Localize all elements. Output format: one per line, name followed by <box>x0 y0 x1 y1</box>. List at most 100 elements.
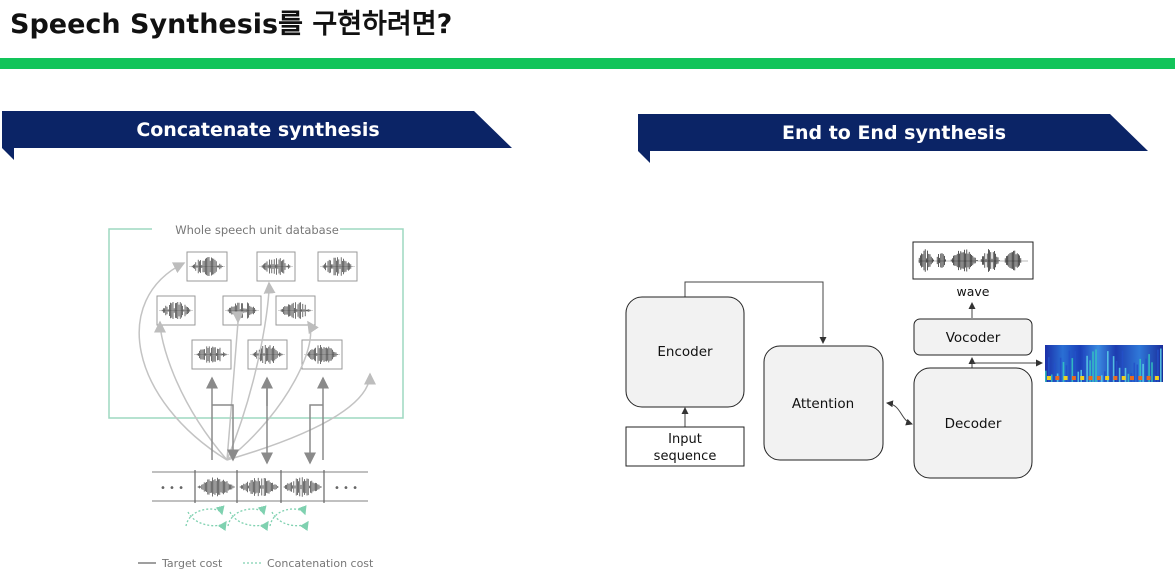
spectrogram-bar <box>1104 371 1106 382</box>
spectrogram-energy-dot <box>1080 376 1085 380</box>
waveform <box>239 477 279 497</box>
input-label-line1: Input <box>668 432 702 447</box>
unit-selection-arrows <box>138 262 376 465</box>
encoder-label: Encoder <box>657 344 713 360</box>
banner-label: Concatenate synthesis <box>136 119 380 141</box>
waveform <box>252 345 283 364</box>
attention-label: Attention <box>792 396 854 412</box>
legend: Target cost Concatenation cost <box>138 557 374 570</box>
spectrogram-bands <box>1045 348 1162 382</box>
decoder-label: Decoder <box>945 416 1002 432</box>
waveform <box>261 258 291 275</box>
waveform <box>191 257 223 276</box>
ellipsis-right: • • • <box>334 483 358 494</box>
spectrogram-bar <box>1112 356 1115 382</box>
waveform <box>280 302 311 319</box>
banner-shape <box>638 114 1148 163</box>
wave-output: wave <box>912 241 1034 299</box>
spectrogram-energy-dot <box>1096 376 1101 380</box>
spectrogram-bar <box>1136 364 1139 382</box>
waveform <box>936 253 946 268</box>
waveform <box>283 477 322 497</box>
spectrogram-bar <box>1157 349 1159 382</box>
spectrogram-bar <box>1118 367 1121 382</box>
spectrogram-bar <box>1065 365 1068 382</box>
speech-unit-box <box>156 295 196 326</box>
spectrogram-bar <box>1151 362 1153 382</box>
spectrogram-bar <box>1074 351 1077 382</box>
spectrogram-energy-dot <box>1071 376 1076 380</box>
spectrogram-bar <box>1139 358 1141 382</box>
waveform <box>322 257 353 276</box>
spectrogram-bar <box>1133 362 1136 382</box>
speech-unit-box <box>275 295 316 326</box>
concatenation-cost-arcs <box>185 505 309 532</box>
waveform-graphic <box>918 249 1022 272</box>
waveform <box>161 302 191 319</box>
speech-unit-waveforms <box>156 251 358 370</box>
ellipsis-left: • • • <box>160 483 184 494</box>
spectrogram-energy-dot <box>1138 376 1143 380</box>
speech-unit-box <box>317 251 358 282</box>
vocoder-label: Vocoder <box>946 330 1001 346</box>
spectrogram-bar <box>1048 357 1050 382</box>
spectrogram-bar <box>1121 350 1124 382</box>
spectrogram-bar <box>1059 357 1062 382</box>
speech-unit-box <box>301 339 343 370</box>
selected-unit-waveforms <box>197 477 322 497</box>
spectrogram-bar <box>1092 351 1094 382</box>
waveform <box>1004 250 1022 271</box>
spectrogram-bar <box>1045 370 1047 382</box>
spectrogram-bar <box>1068 350 1071 382</box>
spectrogram-energy-dot <box>1105 376 1110 380</box>
spectrogram-energy-dot <box>1146 376 1151 380</box>
input-label-line2: sequence <box>654 449 717 464</box>
spectrogram-bar <box>1089 360 1091 382</box>
spectrogram-bar <box>1095 349 1097 382</box>
encoder-node: Encoder <box>625 296 745 408</box>
end-to-end-synthesis-banner: End to End synthesis <box>638 114 1150 166</box>
concatenate-synthesis-banner: Concatenate synthesis <box>2 111 514 163</box>
banner-label: End to End synthesis <box>781 122 1007 144</box>
spectrogram-bar <box>1086 355 1088 382</box>
decoder-node: Decoder <box>913 367 1033 479</box>
wave-label: wave <box>957 284 990 299</box>
speech-unit-box <box>222 295 262 326</box>
spectrogram-bar <box>1115 360 1118 382</box>
database-label: Whole speech unit database <box>175 223 339 237</box>
mel-spectrogram <box>1045 345 1163 382</box>
spectrogram-bar <box>1142 363 1144 382</box>
spectrogram-bar <box>1124 367 1127 382</box>
input-sequence-node: Input sequence <box>625 426 745 467</box>
waveform <box>196 346 227 363</box>
speech-unit-box <box>247 339 288 370</box>
spectrogram-bar <box>1145 358 1147 382</box>
page-title: Speech Synthesis를 구현하려면? <box>10 9 453 40</box>
legend-target-cost: Target cost <box>161 557 223 570</box>
e2e-connectors <box>681 281 1043 427</box>
attention-node: Attention <box>763 345 884 461</box>
spectrogram-bar <box>1077 371 1080 382</box>
waveform <box>918 249 934 272</box>
spectrogram-bar <box>1071 358 1074 382</box>
spectrogram-bar <box>1101 375 1103 382</box>
waveform <box>197 477 235 497</box>
spectrogram-energy-dot <box>1121 376 1126 380</box>
spectrogram-bar <box>1127 373 1130 382</box>
spectrogram-bar <box>1083 349 1085 382</box>
speech-unit-database: Whole speech unit database <box>108 223 404 419</box>
spectrogram-bar <box>1107 351 1109 382</box>
waveform <box>306 345 338 364</box>
spectrogram-energy-dot <box>1154 376 1159 380</box>
waveform <box>980 249 1000 272</box>
spectrogram-bar <box>1062 362 1065 382</box>
vocoder-node: Vocoder <box>913 318 1033 356</box>
waveform <box>227 302 257 319</box>
spectrogram-bar <box>1050 374 1053 382</box>
legend-concatenation-cost: Concatenation cost <box>267 557 374 570</box>
speech-unit-box <box>256 251 296 282</box>
spectrogram-bar <box>1148 354 1150 382</box>
banner-shape <box>2 111 512 160</box>
spectrogram-bar <box>1080 369 1082 382</box>
